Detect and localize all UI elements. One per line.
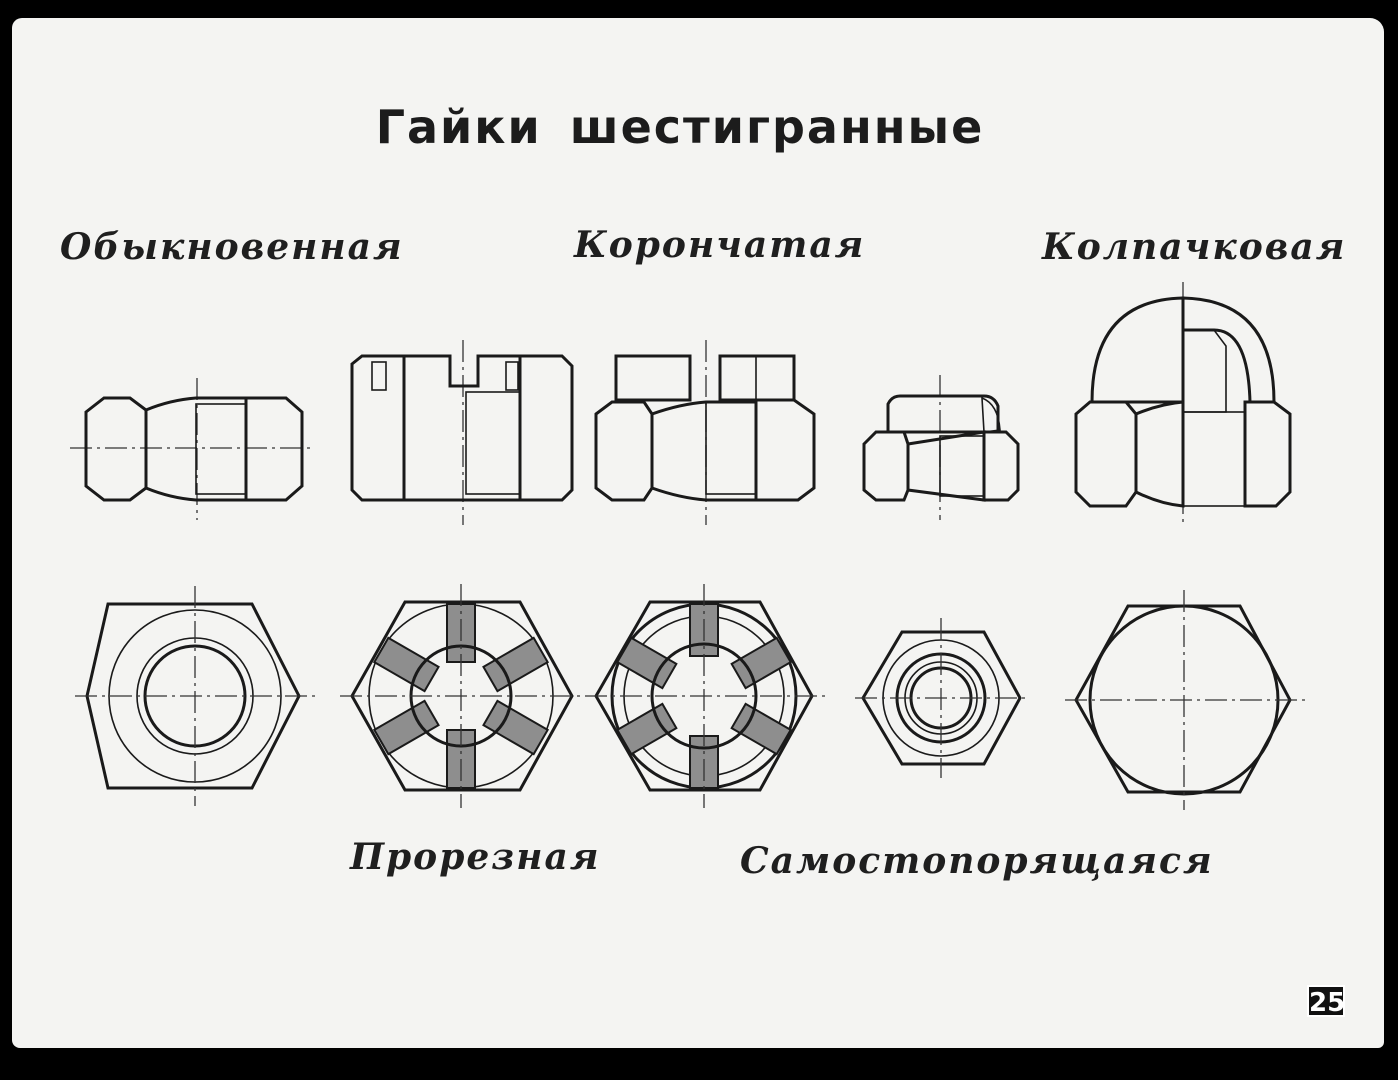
castle-nut-side-view [594, 340, 816, 525]
ordinary-nut-side-view [70, 378, 315, 520]
label-ordinary: Обыкновенная [60, 226, 404, 268]
ordinary-nut-top-view [75, 586, 315, 806]
slide-title: Гайки шестигранные [375, 100, 985, 154]
cap-nut-top-view [1065, 590, 1305, 810]
castle-nut-top-view [585, 584, 825, 808]
label-cap: Колпачковая [1042, 226, 1347, 268]
label-castle: Корончатая [574, 224, 866, 266]
cap-nut-side-view [1074, 282, 1292, 525]
self-locking-nut-top-view [855, 618, 1030, 778]
slide-frame [12, 18, 1384, 1048]
label-self-locking: Самостопорящаяся [740, 840, 1214, 882]
label-slotted: Прорезная [350, 836, 601, 878]
self-locking-nut-side-view [862, 375, 1020, 520]
page-number-badge: 25 [1307, 985, 1345, 1018]
slotted-nut-side-view [350, 340, 574, 525]
slotted-nut-top-view [340, 584, 585, 808]
